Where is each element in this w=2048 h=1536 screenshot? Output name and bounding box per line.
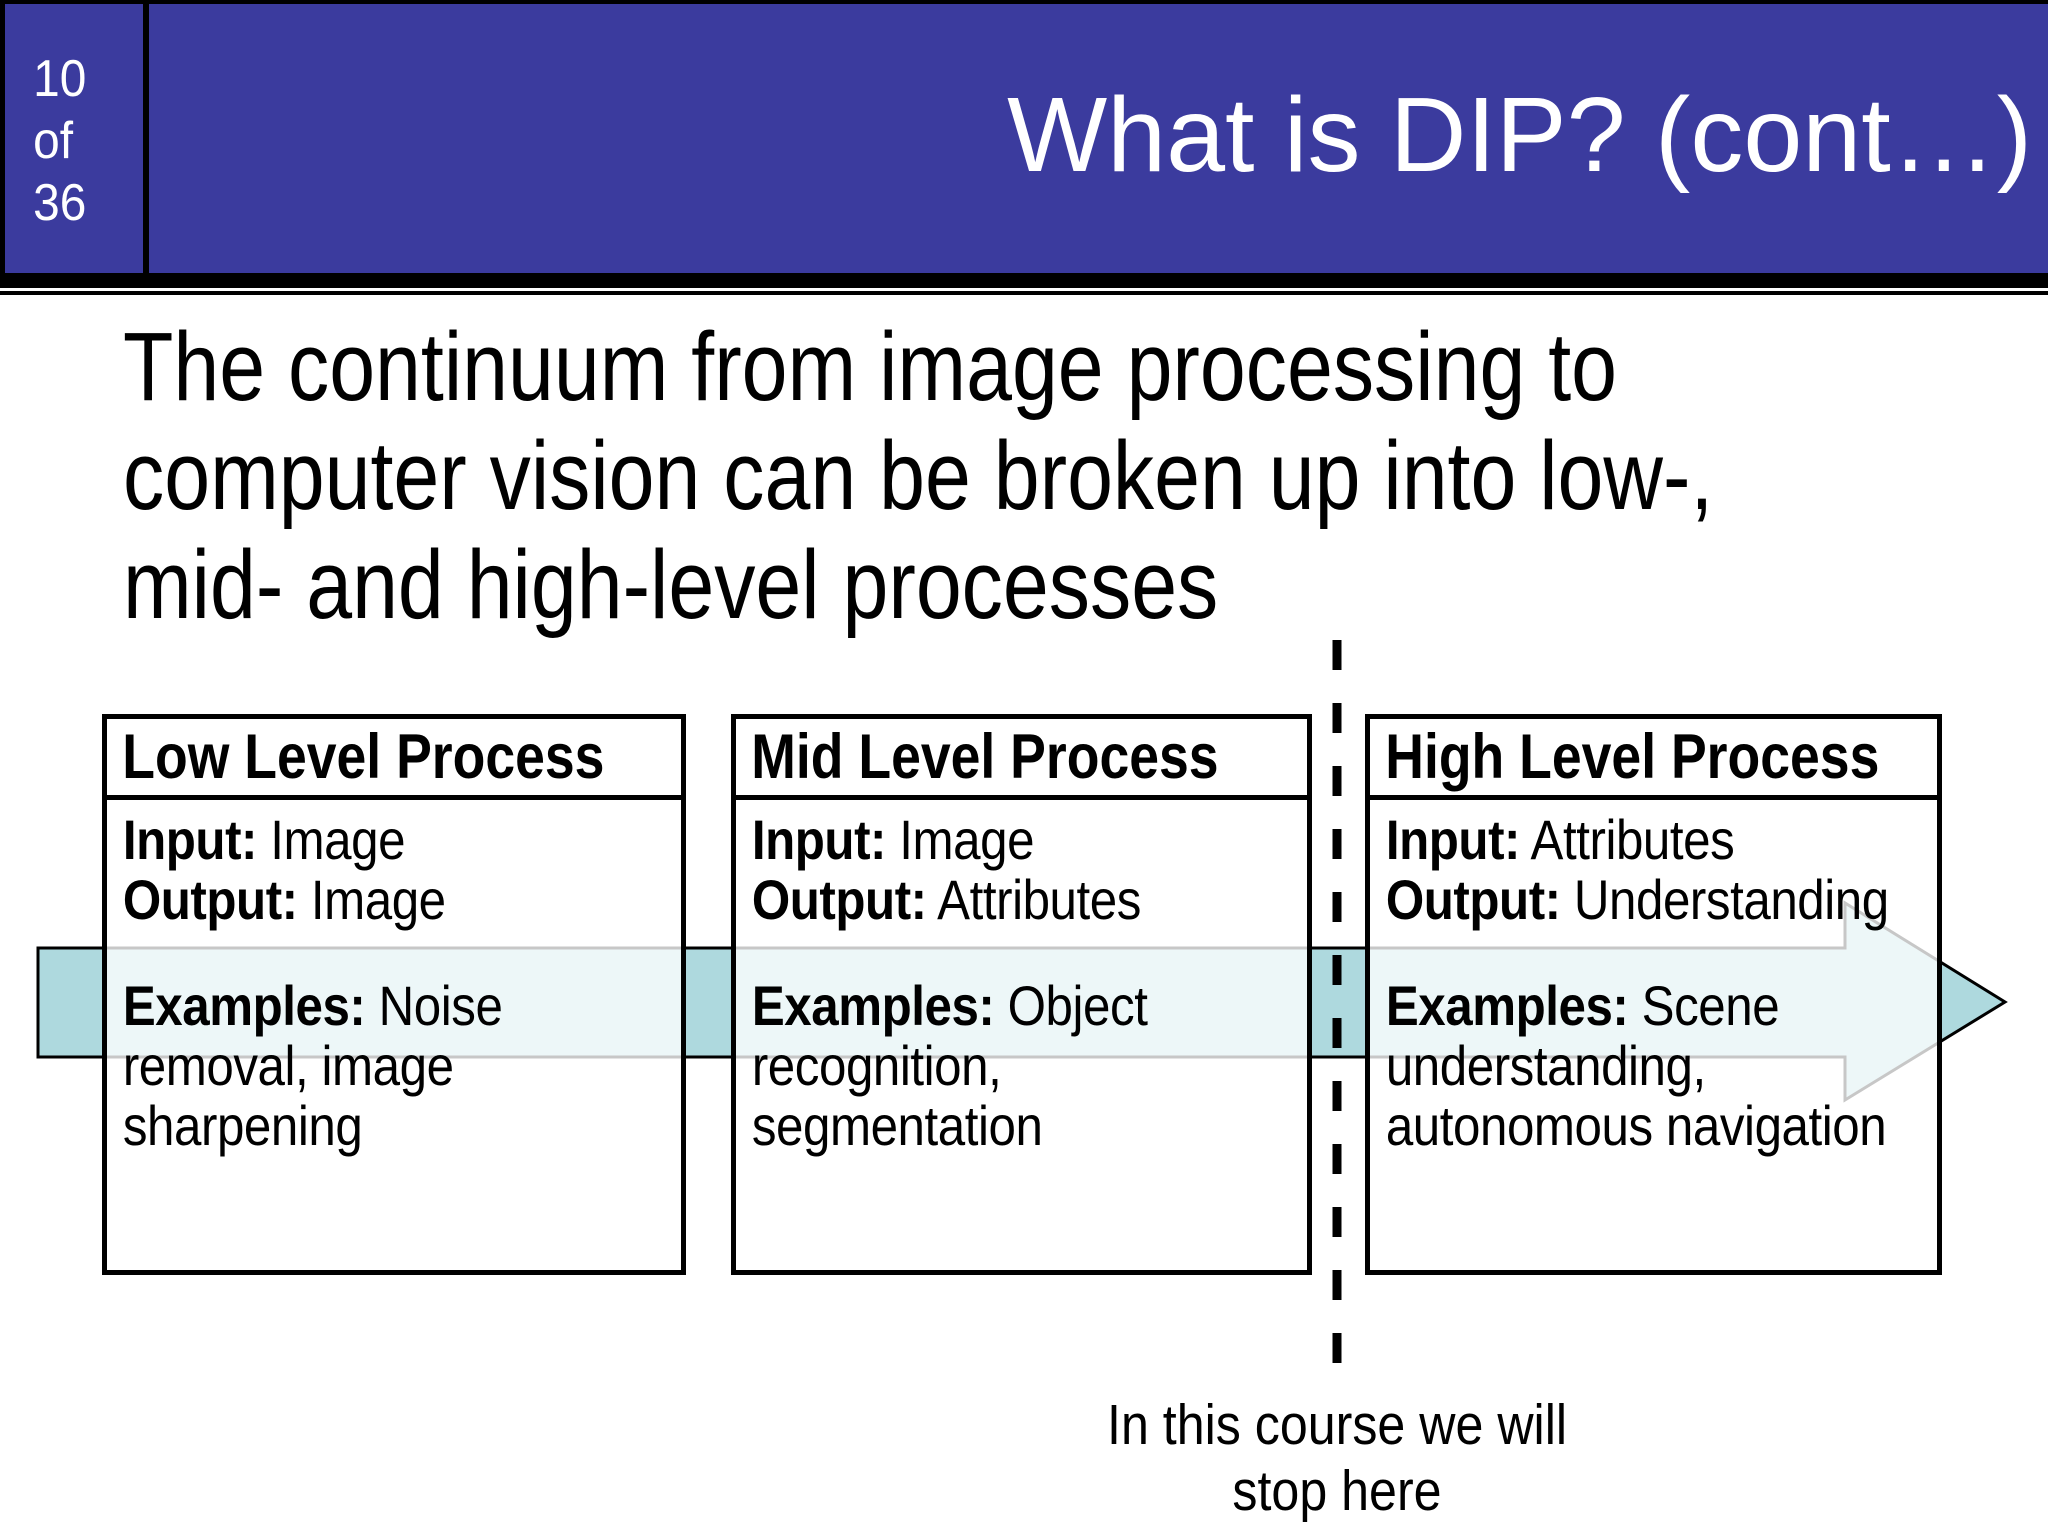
examples-label: Examples: — [122, 974, 366, 1037]
intro-line-3: mid- and high-level processes — [123, 530, 1219, 639]
page-number-separator: of — [33, 112, 74, 170]
output-line: Output: Understanding — [1386, 870, 1950, 930]
intro-paragraph: The continuum from image processing to c… — [123, 312, 1713, 639]
output-label: Output: — [122, 868, 298, 931]
input-value: Image — [270, 808, 406, 871]
output-line: Output: Attributes — [752, 870, 1320, 930]
box-body: Input: Attributes Output: Understanding … — [1370, 800, 1950, 1156]
examples-line-3: autonomous navigation — [1385, 1094, 1887, 1157]
examples-block: Examples: Noise removal, image sharpenin… — [123, 976, 694, 1156]
slide-title: What is DIP? (cont…) — [1007, 76, 2032, 194]
page-number: 10 of 36 — [0, 0, 132, 273]
input-line: Input: Attributes — [1386, 810, 1950, 870]
box-high-level-process: High Level Process Input: Attributes Out… — [1365, 714, 1942, 1275]
examples-line-1: Examples: Scene — [1386, 976, 1950, 1036]
examples-line-1: Examples: Object — [752, 976, 1320, 1036]
box-low-level-process: Low Level Process Input: Image Output: I… — [102, 714, 686, 1275]
output-line: Output: Image — [123, 870, 694, 930]
examples-line-3: segmentation — [751, 1094, 1043, 1157]
box-body: Input: Image Output: Attributes Examples… — [736, 800, 1320, 1156]
examples-block: Examples: Object recognition, segmentati… — [752, 976, 1320, 1156]
input-value: Attributes — [1530, 808, 1735, 871]
page-box-divider — [143, 0, 149, 273]
input-line: Input: Image — [123, 810, 694, 870]
output-value: Understanding — [1573, 868, 1889, 931]
box-body: Input: Image Output: Image Examples: Noi… — [107, 800, 694, 1156]
input-label: Input: — [1385, 808, 1521, 871]
box-mid-level-process: Mid Level Process Input: Image Output: A… — [731, 714, 1312, 1275]
box-title: Mid Level Process — [736, 719, 1309, 800]
title-bar: 10 of 36 What is DIP? (cont…) — [0, 0, 2048, 288]
input-line: Input: Image — [752, 810, 1320, 870]
examples-label: Examples: — [751, 974, 995, 1037]
page-number-current: 10 — [33, 50, 87, 108]
output-value: Attributes — [937, 868, 1141, 931]
slide-left-border — [0, 0, 5, 273]
examples-text: Object — [1007, 974, 1148, 1037]
stop-note-line-1: In this course we will — [1107, 1393, 1567, 1457]
intro-line-2: computer vision can be broken up into lo… — [123, 421, 1714, 530]
page-number-total: 36 — [33, 174, 87, 232]
input-label: Input: — [122, 808, 258, 871]
intro-line-1: The continuum from image processing to — [123, 312, 1617, 421]
output-label: Output: — [751, 868, 927, 931]
examples-line-2: understanding, — [1385, 1034, 1706, 1097]
examples-line-3: sharpening — [122, 1094, 363, 1157]
box-title: High Level Process — [1370, 719, 1939, 800]
examples-block: Examples: Scene understanding, autonomou… — [1386, 976, 1950, 1156]
header-underline-rule — [0, 291, 2048, 295]
examples-label: Examples: — [1385, 974, 1629, 1037]
examples-line-2: removal, image — [122, 1034, 454, 1097]
input-label: Input: — [751, 808, 887, 871]
output-label: Output: — [1385, 868, 1561, 931]
examples-line-2: recognition, — [751, 1034, 1002, 1097]
stop-note-line-2: stop here — [1232, 1459, 1442, 1523]
box-title: Low Level Process — [107, 719, 683, 800]
examples-text: Noise — [378, 974, 503, 1037]
slide-top-border — [0, 0, 2048, 4]
examples-line-1: Examples: Noise — [123, 976, 694, 1036]
examples-text: Scene — [1641, 974, 1780, 1037]
output-value: Image — [310, 868, 446, 931]
input-value: Image — [899, 808, 1035, 871]
stop-note: In this course we will stop here — [1069, 1392, 1606, 1524]
